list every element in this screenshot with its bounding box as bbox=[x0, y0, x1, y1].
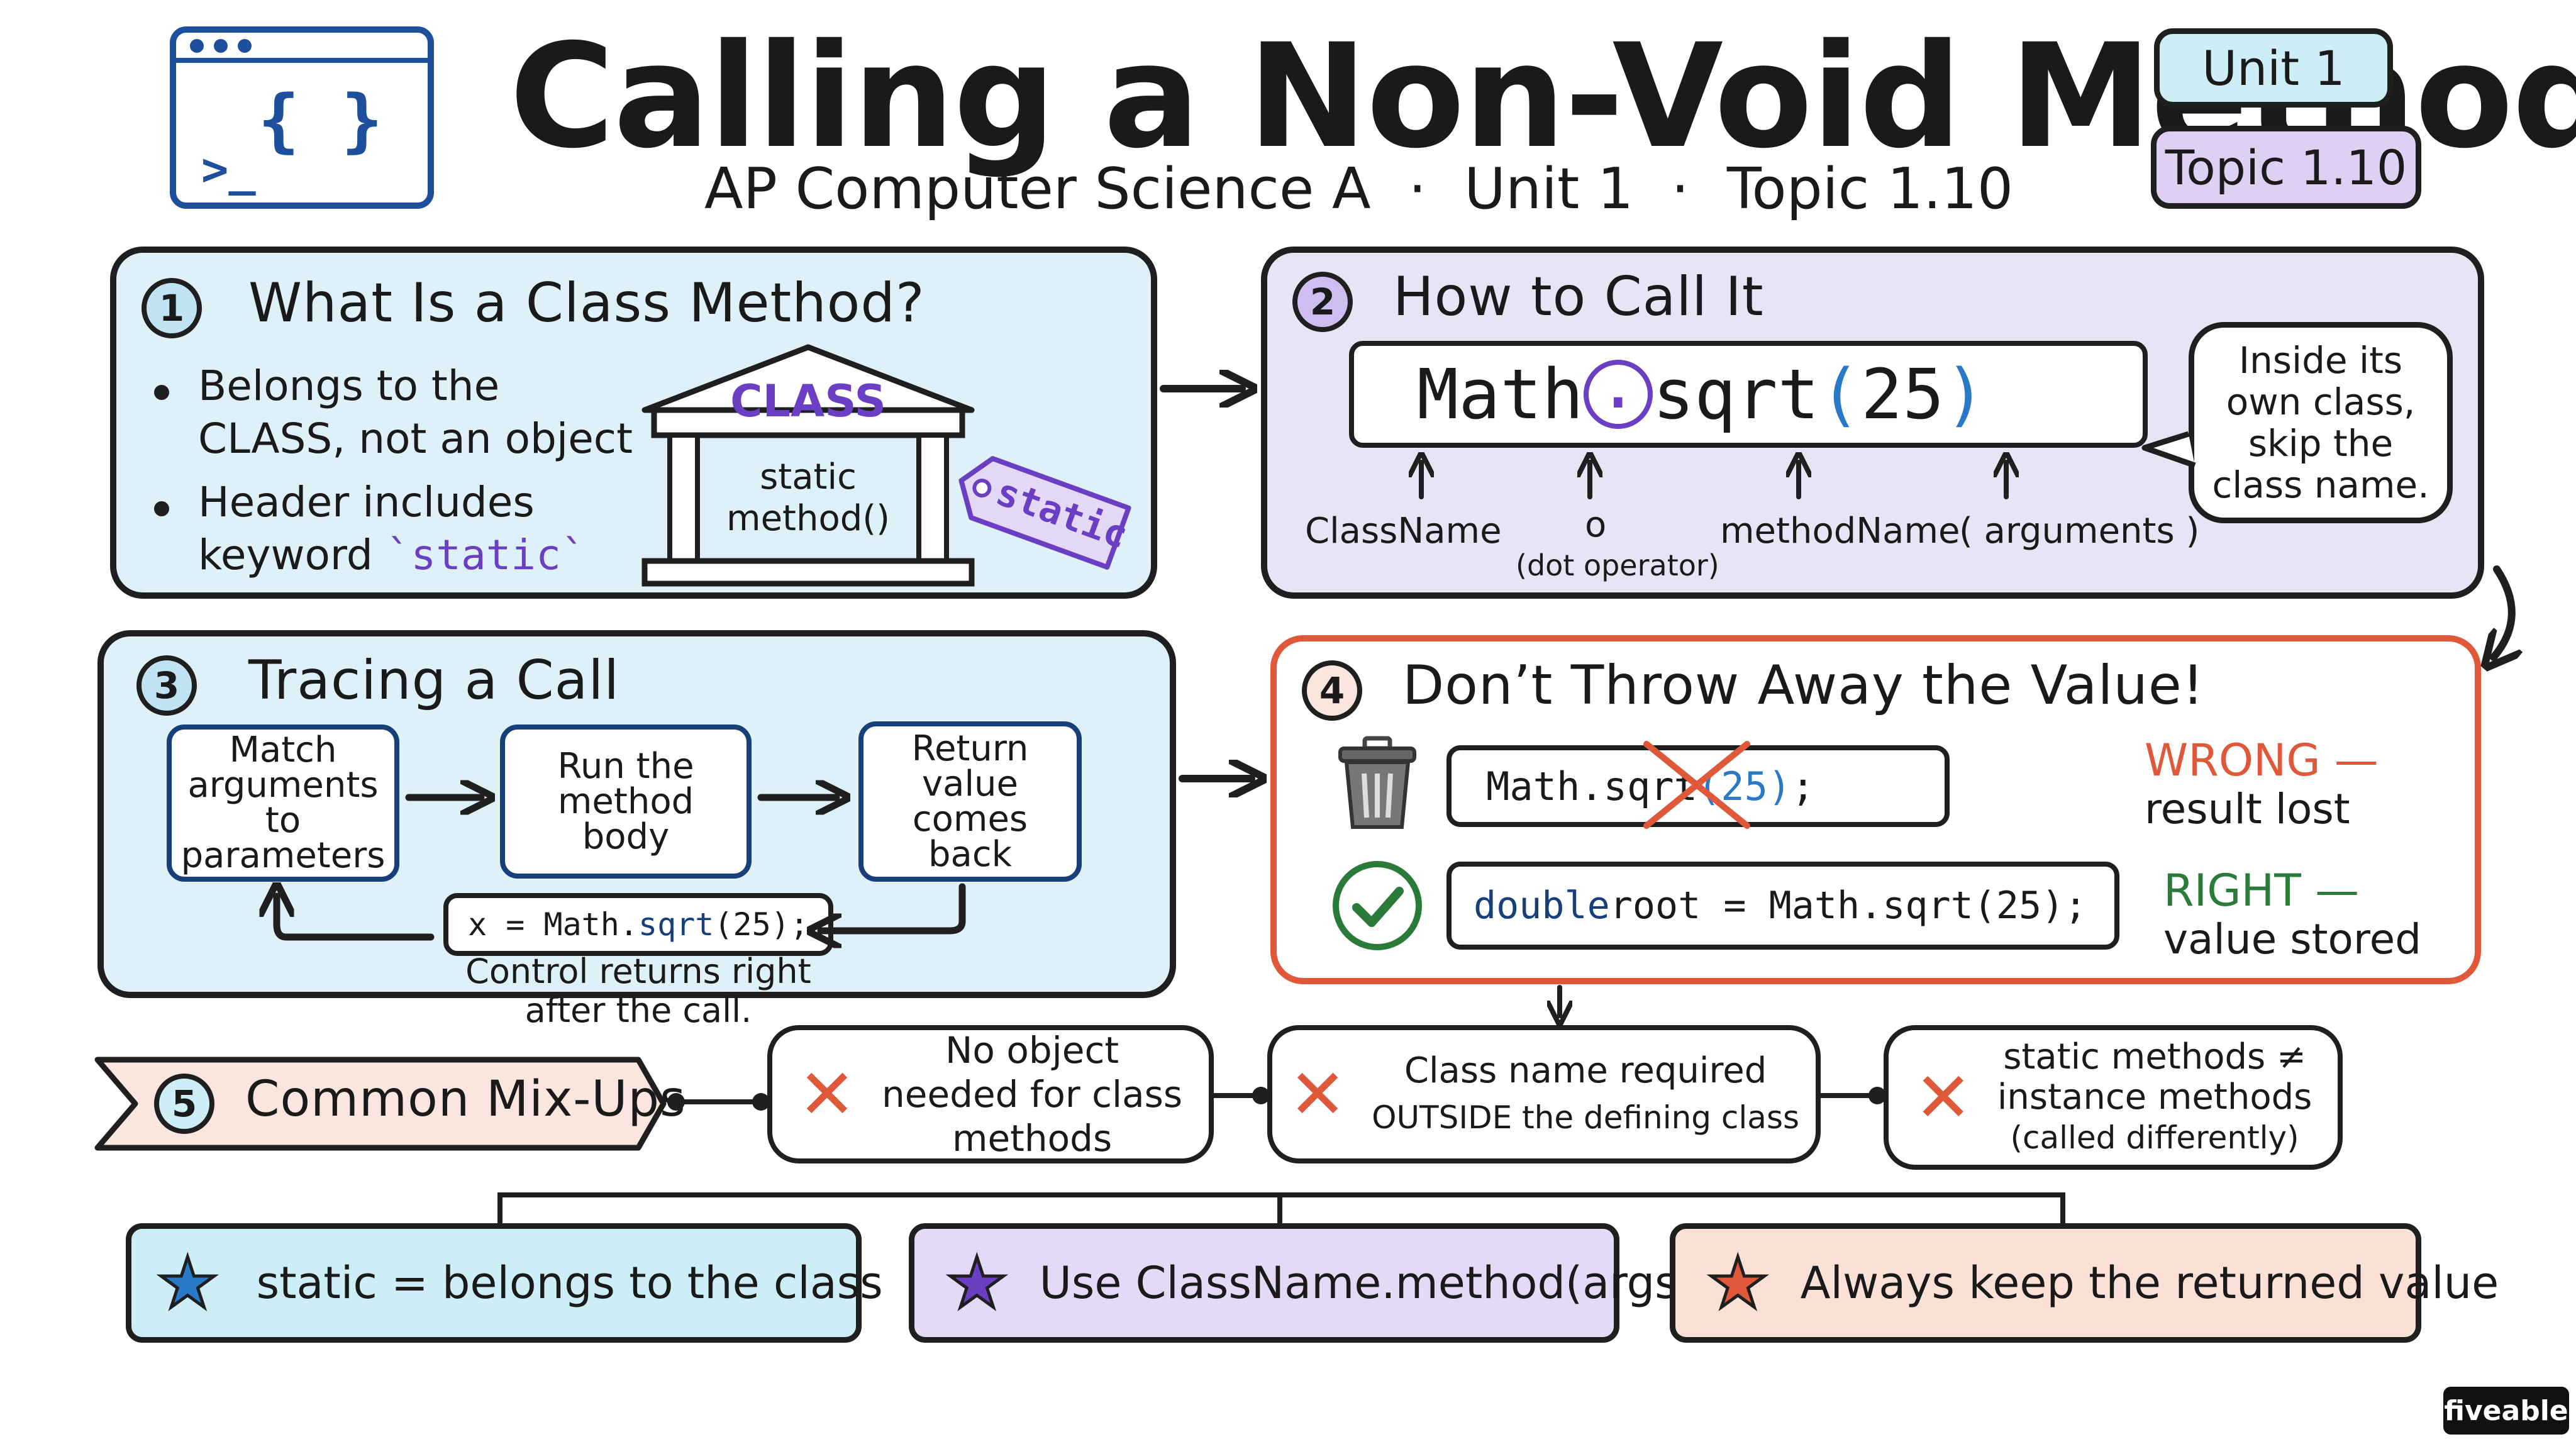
section-1-number: 1 bbox=[142, 278, 202, 338]
code-class-name: Math bbox=[1417, 354, 1584, 435]
section-4-number: 4 bbox=[1302, 660, 1362, 721]
code-dot-operator: . bbox=[1583, 349, 1653, 429]
brand-logo: fiveable bbox=[2443, 1387, 2569, 1435]
unit-badge: Unit 1 bbox=[2154, 28, 2393, 108]
section-1-title: What Is a Class Method? bbox=[248, 272, 925, 335]
mixup-2-text: Class name required OUTSIDE the defining… bbox=[1372, 1048, 1799, 1141]
prompt-glyph: >_ bbox=[201, 143, 256, 196]
bullet-dot bbox=[154, 385, 169, 400]
page-subtitle: AP Computer Science A · Unit 1 · Topic 1… bbox=[704, 156, 2013, 222]
star-icon: ★ bbox=[945, 1241, 1010, 1325]
subtitle-course: AP Computer Science A bbox=[704, 156, 1371, 222]
x-mark-icon: ✕ bbox=[797, 1054, 857, 1135]
topic-badge: Topic 1.10 bbox=[2151, 126, 2421, 209]
right-note: value stored bbox=[2163, 915, 2422, 963]
mixup-card-1: ✕ No object needed for class methods bbox=[767, 1025, 1214, 1163]
code-close-paren: ) bbox=[1944, 354, 1986, 435]
x-mark-icon: ✕ bbox=[1914, 1057, 1972, 1138]
static-tag-icon: static bbox=[943, 438, 1145, 584]
subtitle-unit: Unit 1 bbox=[1464, 156, 1634, 222]
mixup-3-line-2: instance methods bbox=[1997, 1077, 2312, 1118]
bullet-dot bbox=[154, 501, 169, 516]
bullet-2-keyword: `static` bbox=[386, 531, 586, 579]
right-label: RIGHT — bbox=[2163, 865, 2360, 916]
code-method-name: sqrt bbox=[1652, 354, 1819, 435]
section-5-ribbon: 5 Common Mix-Ups bbox=[91, 1053, 686, 1154]
trace-code: x = Math.sqrt(25); bbox=[443, 893, 833, 956]
label-dot: o bbox=[1585, 504, 1607, 545]
section-3-panel: 3 Tracing a Call Match arguments to para… bbox=[97, 630, 1176, 1030]
class-building-icon: CLASS static method() bbox=[632, 341, 984, 592]
method-call-code: Math.sqrt(25) bbox=[1349, 341, 2148, 448]
section-1-bullet-1: Belongs to the CLASS, not an object bbox=[198, 362, 633, 463]
takeaway-card-3: ★ Always keep the returned value bbox=[1670, 1223, 2499, 1343]
label-method-name: methodName bbox=[1720, 511, 1960, 552]
mixup-3-text: static methods ≠ instance methods (calle… bbox=[1997, 1037, 2312, 1158]
speech-bubble: Inside its own class, skip the class nam… bbox=[2189, 322, 2453, 523]
mixup-3-line-3: (called differently) bbox=[2010, 1119, 2299, 1156]
takeaway-card-1: ★ static = belongs to the class bbox=[126, 1223, 883, 1343]
right-code-rest: root = Math.sqrt(25); bbox=[1609, 884, 2087, 928]
section-2-title: How to Call It bbox=[1393, 265, 1764, 328]
takeaway-card-2: ★ Use ClassName.method(args) bbox=[909, 1223, 1695, 1343]
trace-step-1: Match arguments to parameters bbox=[167, 724, 399, 882]
braces-glyph: { } bbox=[258, 80, 383, 160]
mixup-3-line-1: static methods ≠ bbox=[2003, 1036, 2306, 1077]
right-code-type: double bbox=[1474, 884, 1610, 928]
label-dot-operator: (dot operator) bbox=[1516, 548, 1719, 582]
subtitle-separator: · bbox=[1671, 156, 1689, 222]
code-window-icon: { } >_ bbox=[170, 26, 434, 209]
strike-x-icon bbox=[1643, 741, 1750, 829]
section-2-panel: 2 How to Call It Math.sqrt(25) ClassName… bbox=[1261, 247, 2484, 599]
wrong-code-end: ; bbox=[1791, 763, 1815, 809]
trace-step-3: Return value comes back bbox=[858, 721, 1082, 882]
mixup-1-text: No object needed for class methods bbox=[882, 1029, 1183, 1160]
trace-code-method: sqrt bbox=[638, 906, 714, 943]
trace-step-2: Run the method body bbox=[500, 724, 752, 879]
section-1-bullet-2: Header includes keyword `static` bbox=[198, 476, 638, 582]
trace-code-pre: x = Math. bbox=[468, 906, 638, 943]
mixup-2-line-1: Class name required bbox=[1404, 1050, 1767, 1091]
takeaway-3-text: Always keep the returned value bbox=[1800, 1257, 2499, 1309]
star-icon: ★ bbox=[1706, 1241, 1771, 1325]
trace-code-post: (25); bbox=[714, 906, 809, 943]
subtitle-topic: Topic 1.10 bbox=[1726, 156, 2014, 222]
bullet-2-text: Header includes keyword bbox=[198, 478, 535, 579]
check-icon bbox=[1330, 858, 1424, 953]
section-5-number: 5 bbox=[154, 1074, 214, 1134]
mixup-2-line-2: OUTSIDE the defining class bbox=[1372, 1099, 1800, 1136]
mixup-card-2: ✕ Class name required OUTSIDE the defini… bbox=[1267, 1025, 1821, 1163]
subtitle-separator: · bbox=[1408, 156, 1427, 222]
mixup-card-3: ✕ static methods ≠ instance methods (cal… bbox=[1884, 1025, 2343, 1170]
trash-icon bbox=[1336, 736, 1418, 830]
x-mark-icon: ✕ bbox=[1288, 1054, 1347, 1135]
trace-caption: Control returns right after the call. bbox=[465, 952, 811, 1030]
code-argument: 25 bbox=[1861, 354, 1945, 435]
wrong-note: result lost bbox=[2145, 785, 2350, 833]
code-open-paren: ( bbox=[1819, 354, 1862, 435]
section-1-panel: 1 What Is a Class Method? Belongs to the… bbox=[110, 247, 1157, 599]
building-body-label: static method() bbox=[726, 457, 890, 539]
section-3-title: Tracing a Call bbox=[248, 649, 620, 712]
wrong-label: WRONG — bbox=[2145, 735, 2379, 786]
page-title: Calling a Non-Void Method bbox=[509, 13, 2576, 180]
takeaway-2-text: Use ClassName.method(args) bbox=[1039, 1257, 1695, 1309]
label-class-name: ClassName bbox=[1305, 511, 1502, 552]
takeaway-1-text: static = belongs to the class bbox=[256, 1257, 883, 1309]
section-5-title: Common Mix-Ups bbox=[245, 1071, 686, 1128]
building-label: CLASS bbox=[730, 375, 886, 427]
section-3-number: 3 bbox=[136, 655, 197, 716]
star-icon: ★ bbox=[155, 1241, 221, 1325]
section-2-number: 2 bbox=[1292, 272, 1353, 332]
right-code: double root = Math.sqrt(25); bbox=[1446, 862, 2119, 950]
label-arguments: ( arguments ) bbox=[1959, 511, 2200, 552]
section-4-title: Don’t Throw Away the Value! bbox=[1402, 654, 2205, 717]
wrong-code-pre: Math.sq bbox=[1486, 763, 1651, 809]
